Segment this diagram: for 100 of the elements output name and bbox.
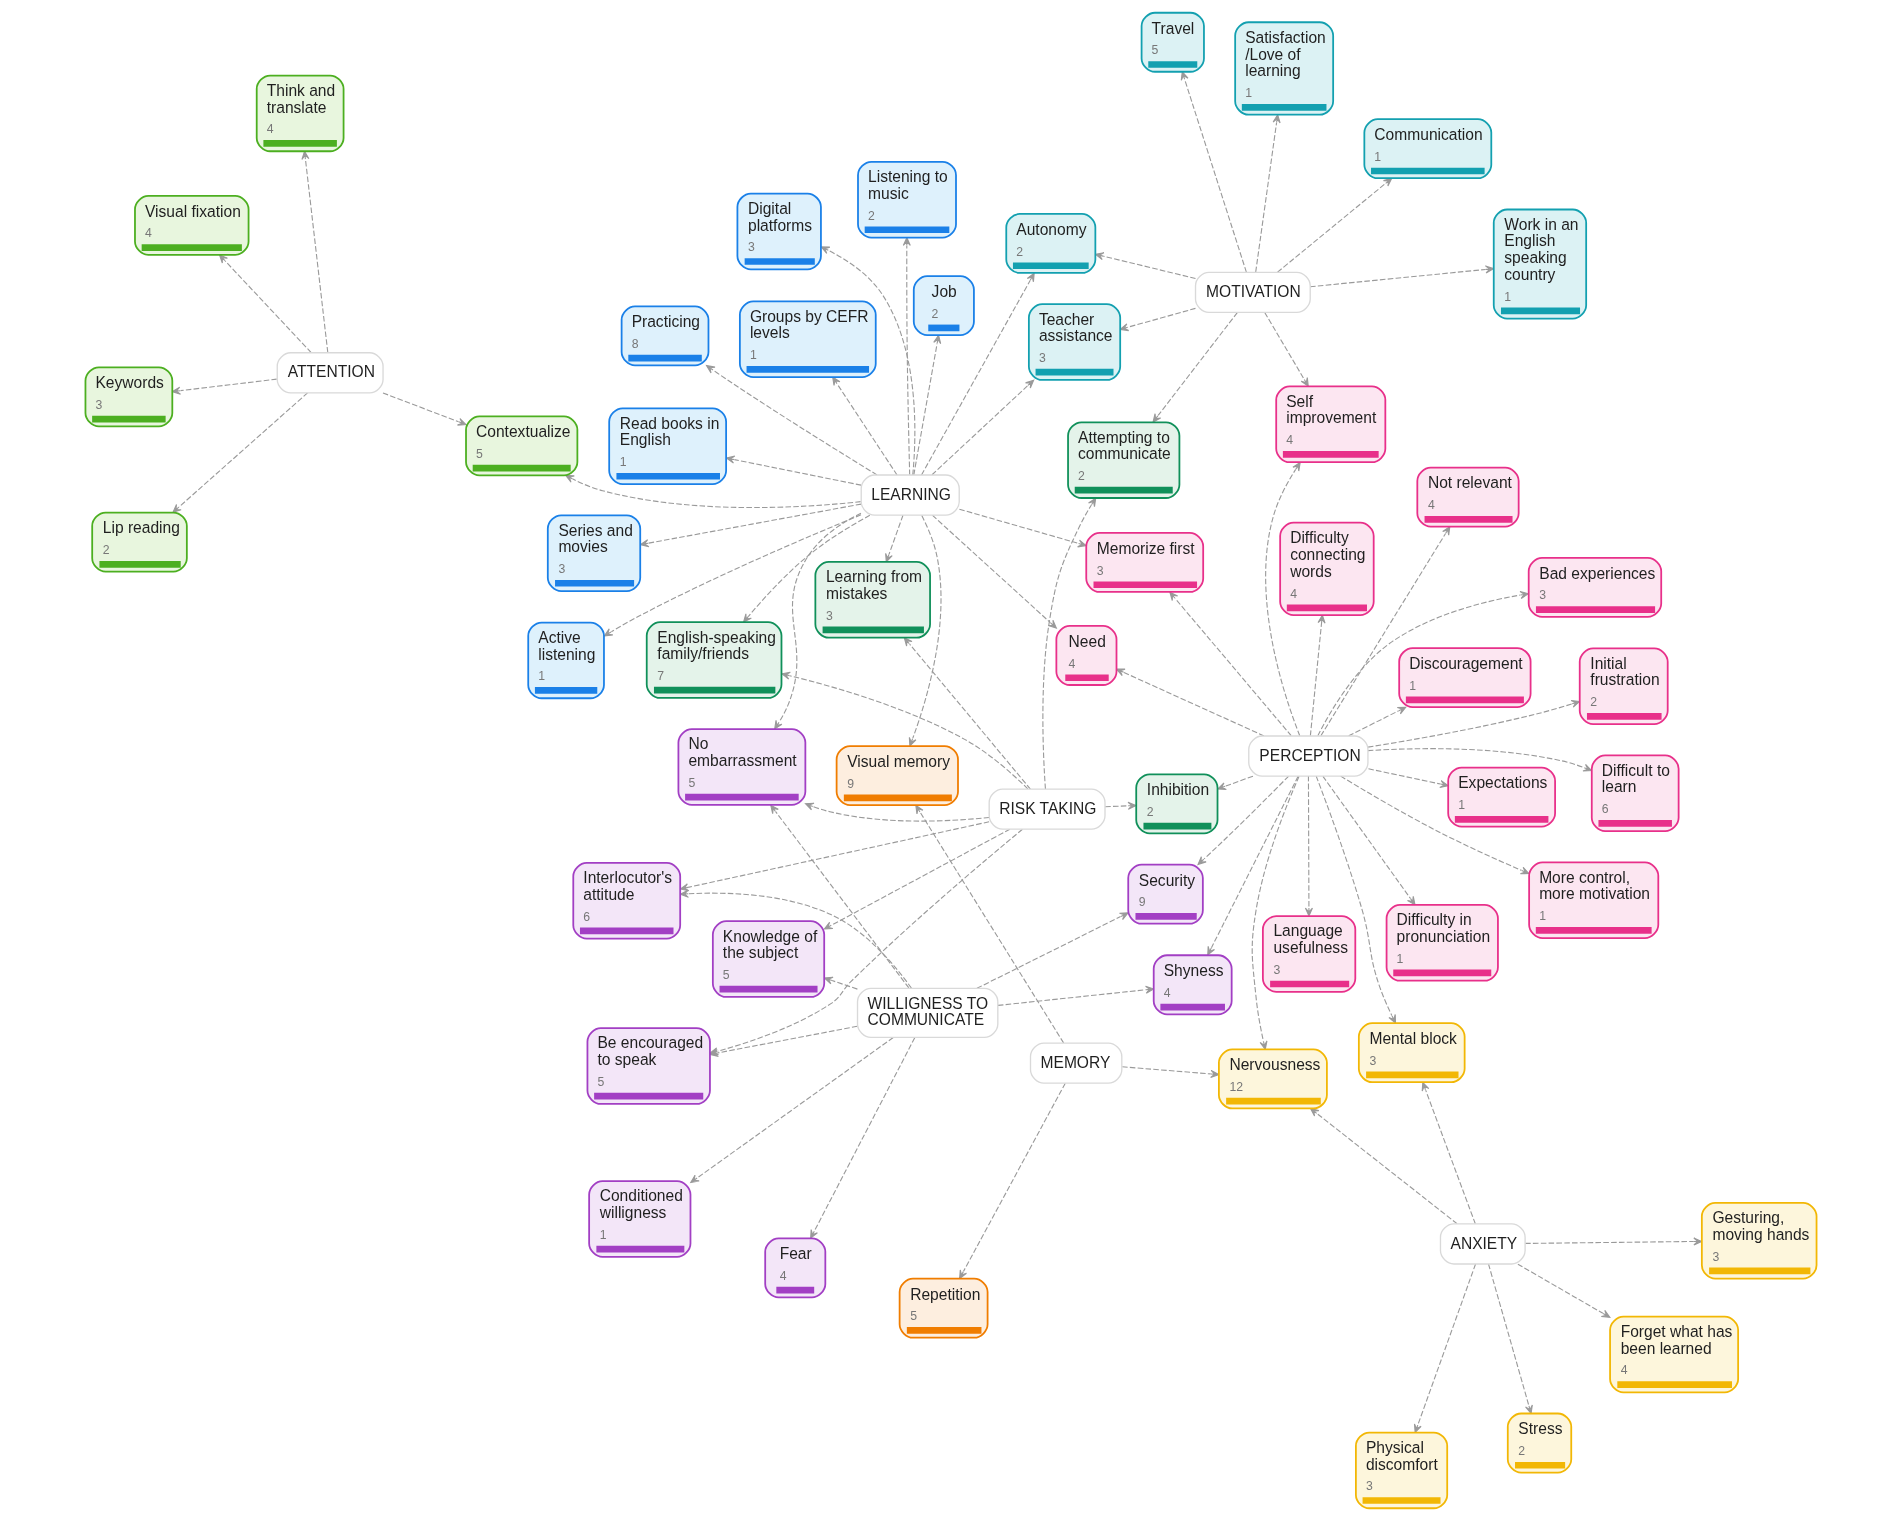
arrow [1094,252,1197,280]
node-box: RISK TAKING [988,788,1106,830]
arrow [920,272,1035,476]
node-box: ANXIETY [1439,1223,1526,1265]
node-box: Expectations 1 [1447,766,1556,828]
node-box: Attempting to communicate 2 [1067,421,1181,499]
arrow [1197,775,1290,866]
arrow [1042,497,1097,790]
arrow [1152,312,1238,423]
node-box: English-speaking family/friends 7 [645,621,783,699]
node-box: Difficulty connecting words 4 [1279,521,1375,616]
node-box: Shyness 4 [1152,954,1233,1016]
node-box: Series and movies 3 [546,514,642,592]
arrow [824,976,858,990]
arrow [1119,307,1196,332]
arrow [1309,614,1326,737]
arrow [810,1037,916,1239]
node-box: Stress 2 [1506,1412,1573,1474]
node-box: PERCEPTION [1248,735,1369,777]
arrow [1413,1263,1477,1433]
arrow [1169,591,1292,737]
node-box: Mental block 3 [1357,1022,1466,1084]
node-box: Not relevant 4 [1416,466,1520,528]
node-box: Practicing 8 [620,305,710,367]
arrow [804,802,990,822]
arrow [1121,1066,1220,1078]
arrow [1367,699,1581,748]
arrow [958,508,1087,548]
node-box: Lip reading 2 [91,511,188,573]
arrow [1264,312,1309,387]
arrow [832,376,898,476]
node-box: Autonomy 2 [1005,213,1097,274]
arrow [1255,114,1281,273]
arrow [603,514,862,637]
arrow [706,365,878,476]
node-box: Work in an English speaking country 1 [1492,208,1588,320]
arrow [743,514,871,623]
node-box: Difficult to learn 6 [1590,754,1680,832]
arrow [172,392,309,513]
arrow [640,503,862,548]
arrow [1524,1237,1703,1246]
arrow [997,985,1155,1006]
node-box: Think and translate 4 [255,74,345,153]
node-box: Repetition 5 [898,1277,989,1339]
node-box: Initial frustration 2 [1578,647,1669,725]
node-box: Difficulty in pronunciation 1 [1385,904,1499,982]
arrow [679,889,912,989]
node-box: Security 9 [1127,863,1204,925]
node-box: Listening to music 2 [857,160,957,239]
node-box: Teacher assistance 3 [1027,303,1122,381]
arrow [171,378,278,395]
node-box: Communication 1 [1363,118,1493,180]
arrow [913,334,942,476]
node-box: Physical discomfort 3 [1355,1431,1449,1510]
node-box: Bad experiences 3 [1527,556,1663,618]
arrow [1217,775,1254,791]
arrow [1487,1263,1533,1414]
node-box: MEMORY [1029,1042,1123,1084]
arrow [382,392,467,426]
node-box: Inhibition 2 [1135,773,1219,835]
arrow [774,512,862,730]
arrow [679,821,990,892]
node-box: Contextualize 5 [465,415,579,477]
node-box: LEARNING [860,474,960,516]
arrow [1104,801,1137,810]
arrow [1207,775,1299,956]
arrow [565,474,862,509]
node-box: Nervousness 12 [1218,1048,1328,1110]
node-box: Knowledge of the subject 5 [711,920,826,998]
node-box: Conditioned willigness 1 [588,1180,692,1258]
arrow [770,804,910,989]
arrow [1367,748,1593,772]
node-box: Keywords 3 [84,366,174,428]
node-box: MOTIVATION [1194,271,1311,314]
node-box: Be encouraged to speak 5 [586,1027,711,1105]
arrow [1320,526,1451,737]
node-box: ATTENTION [276,352,384,394]
node-box: Need 4 [1055,625,1118,686]
node-box: Discouragement 1 [1398,647,1532,708]
arrow [820,246,916,476]
arrow [931,379,1035,476]
arrow [781,671,1029,790]
node-box: Visual memory 9 [835,745,959,806]
node-box: Active listening 1 [527,621,605,700]
arrow [1517,1263,1611,1318]
node-box: Visual fixation 4 [134,194,250,256]
arrow [1309,265,1495,288]
node-box: Gesturing, moving hands 3 [1700,1201,1818,1280]
node-box: Learning from mistakes 3 [814,561,931,639]
node-box: More control, more motivation 1 [1528,861,1660,939]
node-box: Groups by CEFR levels 1 [739,300,877,378]
node-box: Read books in English 1 [608,407,727,485]
node-box: No embarrassment 5 [677,728,807,806]
arrow [1367,768,1449,789]
node-box: Fear 4 [764,1237,827,1299]
arrow [1180,71,1247,273]
arrow [1317,591,1529,737]
arrow [1348,706,1407,737]
arrow [915,804,1065,1044]
arrow [902,237,911,476]
